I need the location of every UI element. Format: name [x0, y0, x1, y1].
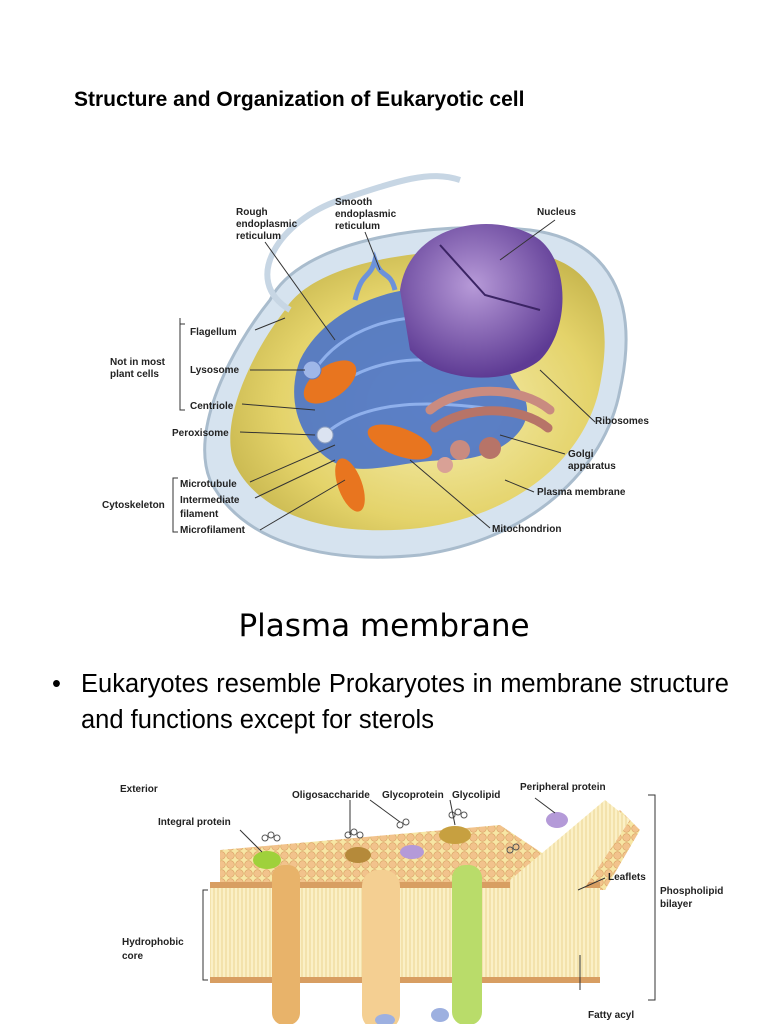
- label-golgi: Golgi: [568, 449, 594, 460]
- page-title: Structure and Organization of Eukaryotic…: [74, 88, 525, 111]
- diagram-label: bilayer: [660, 899, 692, 910]
- label-fatty-acyl: Fatty acyl: [588, 1010, 634, 1021]
- golgi-apparatus: [425, 386, 555, 473]
- bilayer-core: [210, 885, 600, 980]
- label-nucleus: Nucleus: [537, 207, 576, 218]
- label-glycoprotein: Glycoprotein: [382, 790, 444, 801]
- bullet-marker: •: [52, 670, 61, 698]
- label-lysosome: Lysosome: [190, 365, 240, 376]
- diagram-label: apparatus: [568, 461, 616, 472]
- label-not-in-most-plant-cells: Not in most: [110, 357, 166, 368]
- label-microfilament: Microfilament: [180, 525, 246, 536]
- diagram-label: core: [122, 951, 144, 962]
- label-ribosomes: Ribosomes: [595, 416, 649, 427]
- label-plasma-membrane: Plasma membrane: [537, 487, 626, 498]
- integral-protein: [272, 865, 300, 1024]
- flagellum: [264, 173, 461, 313]
- label-cytoskeleton: Cytoskeleton: [102, 500, 165, 511]
- label-peroxisome: Peroxisome: [172, 428, 229, 439]
- label-centriole: Centriole: [190, 401, 234, 412]
- label-leaflets: Leaflets: [608, 872, 646, 883]
- diagram-label: filament: [180, 509, 219, 520]
- peroxisome: [316, 426, 334, 444]
- label-integral-protein: Integral protein: [158, 817, 231, 828]
- eukaryotic-cell-diagram: Rough endoplasmic reticulum Smooth endop…: [102, 173, 649, 559]
- label-glycolipid: Glycolipid: [452, 790, 500, 801]
- diagram-label: endoplasmic: [236, 219, 298, 230]
- label-phospholipid-bilayer: Phospholipid: [660, 886, 723, 897]
- label-mitochondrion: Mitochondrion: [492, 524, 561, 535]
- diagram-label: plant cells: [110, 369, 159, 380]
- label-exterior: Exterior: [120, 784, 158, 795]
- plasma-membrane-diagram: Exterior Oligosaccharide Glycoprotein Gl…: [120, 782, 723, 1024]
- lysosome: [302, 360, 322, 380]
- label-hydrophobic-core: Hydrophobic: [122, 937, 184, 948]
- label-peripheral-protein: Peripheral protein: [520, 782, 606, 793]
- mitochondrion: [303, 360, 357, 404]
- label-rough-er: Rough: [236, 207, 268, 218]
- label-smooth-er: Smooth: [335, 197, 372, 208]
- diagram-label: endoplasmic: [335, 209, 397, 220]
- label-intermediate-filament: Intermediate: [180, 495, 240, 506]
- diagram-label: reticulum: [335, 221, 380, 232]
- section-heading: Plasma membrane: [238, 608, 530, 644]
- label-flagellum: Flagellum: [190, 327, 237, 338]
- label-oligosaccharide: Oligosaccharide: [292, 790, 370, 801]
- diagram-label: reticulum: [236, 231, 281, 242]
- nucleus: [400, 224, 563, 378]
- bullet-text: Eukaryotes resemble Prokaryotes in membr…: [81, 670, 729, 734]
- label-microtubule: Microtubule: [180, 479, 237, 490]
